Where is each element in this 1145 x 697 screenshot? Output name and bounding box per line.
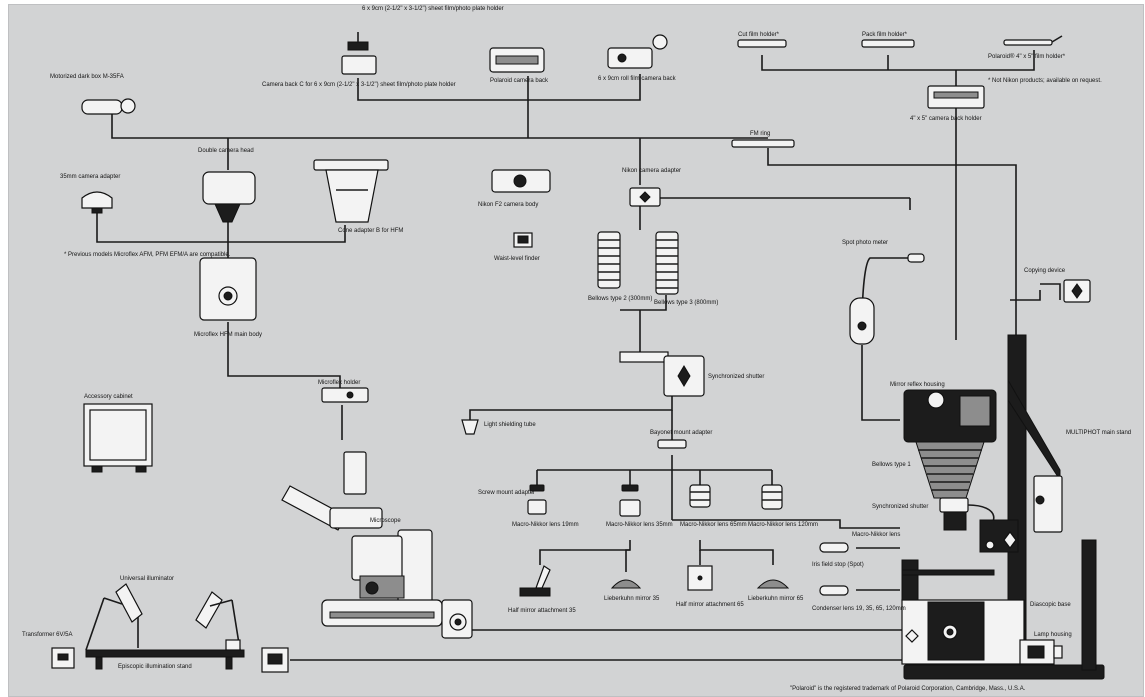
label-lamp-housing: Lamp housing — [1034, 632, 1072, 638]
double-camera-head-icon — [203, 172, 255, 222]
label-lieberkuhn-65: Lieberkuhn mirror 65 — [748, 596, 804, 602]
fm-ring-icon — [732, 140, 794, 147]
label-multiphot-stand: MULTIPHOT main stand — [1066, 430, 1131, 436]
lieberkuhn-35-icon — [612, 580, 640, 588]
bellows-type-2-icon — [598, 232, 620, 288]
nikon-f2-body-icon — [492, 170, 550, 192]
sync-shutter-icon — [620, 352, 704, 396]
microflex-holder-icon — [322, 388, 368, 402]
camera-adapter-icon — [82, 192, 112, 213]
label-waist-finder: Waist-level finder — [494, 256, 540, 262]
footer-trademark-note: "Polaroid" is the registered trademark o… — [790, 686, 1026, 692]
label-spot-meter: Spot photo meter — [842, 240, 888, 246]
label-microflex-holder: Microflex holder — [318, 380, 360, 386]
transformer-icon — [52, 648, 74, 668]
bellows-type-3-icon — [656, 232, 678, 294]
label-macro-35: Macro-Nikkor lens 35mm — [606, 522, 673, 528]
label-light-shielding: Light shielding tube — [484, 422, 536, 428]
label-bellows-1: Bellows type 1 — [872, 462, 911, 468]
microscope-icon — [282, 452, 472, 638]
light-shielding-tube-icon — [462, 420, 478, 434]
label-camera-back-holder: 4" x 5" camera back holder — [910, 116, 982, 122]
universal-illuminator-icon — [86, 584, 244, 669]
label-macro-120: Macro-Nikkor lens 120mm — [748, 522, 818, 528]
pack-film-holder-icon — [862, 40, 914, 47]
label-camera-adapter: 35mm camera adapter — [60, 174, 120, 180]
macro-lens-65-icon — [690, 485, 710, 507]
nikon-camera-adapter-icon — [630, 188, 660, 206]
label-macro-65: Macro-Nikkor lens 65mm — [680, 522, 747, 528]
episcopic-stand-power-icon — [262, 648, 288, 672]
label-sync-shutter-1: Synchronized shutter — [708, 374, 764, 380]
connector-lines — [97, 50, 1040, 660]
label-macro-lens: Macro-Nikkor lens — [852, 532, 900, 538]
label-cone-adapter: Cone adapter B for HFM — [338, 228, 403, 234]
label-double-head: Double camera head — [198, 148, 254, 154]
label-screw-adapter: Screw mount adapter — [478, 490, 535, 496]
label-macro-19: Macro-Nikkor lens 19mm — [512, 522, 579, 528]
label-previous-models: * Previous models Microflex AFM, PFM EFM… — [64, 252, 231, 258]
waist-finder-icon — [514, 233, 532, 247]
macro-lens-120-icon — [762, 485, 782, 509]
diascopic-base-icon — [902, 560, 1024, 664]
label-condenser: Condenser lens 19, 35, 65, 120mm — [812, 606, 906, 612]
label-motorized-back: Motorized dark box M-35FA — [50, 74, 124, 80]
cone-adapter-icon — [314, 160, 388, 222]
label-nikon-camera-adapter: Nikon camera adapter — [622, 168, 681, 174]
label-transformer: Transformer 6V/5A — [22, 632, 72, 638]
copying-device-icon — [1040, 280, 1090, 302]
label-iris-stop: Iris field stop (Spot) — [812, 562, 864, 568]
label-bellows-2: Bellows type 2 (300mm) — [588, 296, 652, 302]
label-half-mirror-65: Half mirror attachment 65 — [676, 602, 744, 608]
accessory-cabinet-icon — [84, 404, 152, 472]
label-diascopic-base: Diascopic base — [1030, 602, 1071, 608]
label-nikon-f2: Nikon F2 camera body — [478, 202, 538, 208]
lamp-housing-icon — [1020, 640, 1062, 664]
bellows-type-1-icon — [916, 442, 984, 498]
bayonet-adapter-icon — [658, 440, 686, 448]
half-mirror-35-icon — [520, 566, 550, 596]
label-universal-illuminator: Universal illuminator — [120, 576, 174, 582]
label-sheet-film-holder: 6 x 9cm (2-1/2" x 3-1/2") sheet film/pho… — [362, 6, 504, 12]
label-bellows-3: Bellows type 3 (800mm) — [654, 300, 718, 306]
spot-meter-icon — [850, 254, 924, 344]
label-fm-ring: FM ring — [750, 131, 770, 137]
condenser-lens-icon — [820, 586, 848, 595]
roll-film-back-icon — [608, 35, 667, 68]
label-microscope: Microscope — [370, 518, 401, 524]
label-episcopic-stand: Episcopic illumination stand — [118, 664, 192, 670]
half-mirror-65-icon — [688, 566, 712, 590]
label-microflex-body: Microflex HFM main body — [194, 332, 262, 338]
mirror-reflex-housing-icon — [904, 390, 996, 442]
label-bayonet-adapter: Bayonet mount adapter — [650, 430, 712, 436]
label-not-nikon-note: * Not Nikon products; available on reque… — [988, 78, 1102, 84]
label-mirror-housing: Mirror reflex housing — [890, 382, 945, 388]
cut-film-holder-icon — [738, 40, 786, 47]
label-half-mirror-35: Half mirror attachment 35 — [508, 608, 576, 614]
label-sync-shutter-2: Synchronized shutter — [872, 504, 928, 510]
label-accessory-cabinet: Accessory cabinet — [84, 394, 133, 400]
label-copying-device: Copying device — [1024, 268, 1066, 274]
label-cut-film-holder: Cut film holder* — [738, 32, 780, 38]
polaroid-film-holder-icon — [1004, 36, 1062, 45]
label-pack-film-holder: Pack film holder* — [862, 32, 908, 38]
macro-lens-35-icon — [620, 485, 640, 516]
label-lieberkuhn-35: Lieberkuhn mirror 35 — [604, 596, 660, 602]
label-polaroid-film-holder: Polaroid® 4" x 5" film holder* — [988, 53, 1066, 60]
label-camera-back-c: Camera back C for 6 x 9cm (2-1/2" x 3-1/… — [262, 82, 456, 88]
diagram-labels: 6 x 9cm (2-1/2" x 3-1/2") sheet film/pho… — [22, 6, 1131, 692]
label-polaroid-back: Polaroid camera back — [490, 78, 549, 84]
device-icons — [52, 32, 1104, 679]
camera-back-holder-icon — [928, 86, 984, 108]
microflex-body-icon — [200, 258, 256, 320]
polaroid-back-icon — [490, 48, 544, 72]
iris-field-stop-icon — [820, 543, 848, 552]
macro-nikkor-lens-icon — [944, 512, 1018, 552]
label-roll-film-back: 6 x 9cm roll film camera back — [598, 76, 677, 82]
motorized-back-icon — [82, 99, 135, 114]
sheet-film-holder-icon — [342, 32, 376, 74]
lieberkuhn-65-icon — [758, 580, 788, 588]
